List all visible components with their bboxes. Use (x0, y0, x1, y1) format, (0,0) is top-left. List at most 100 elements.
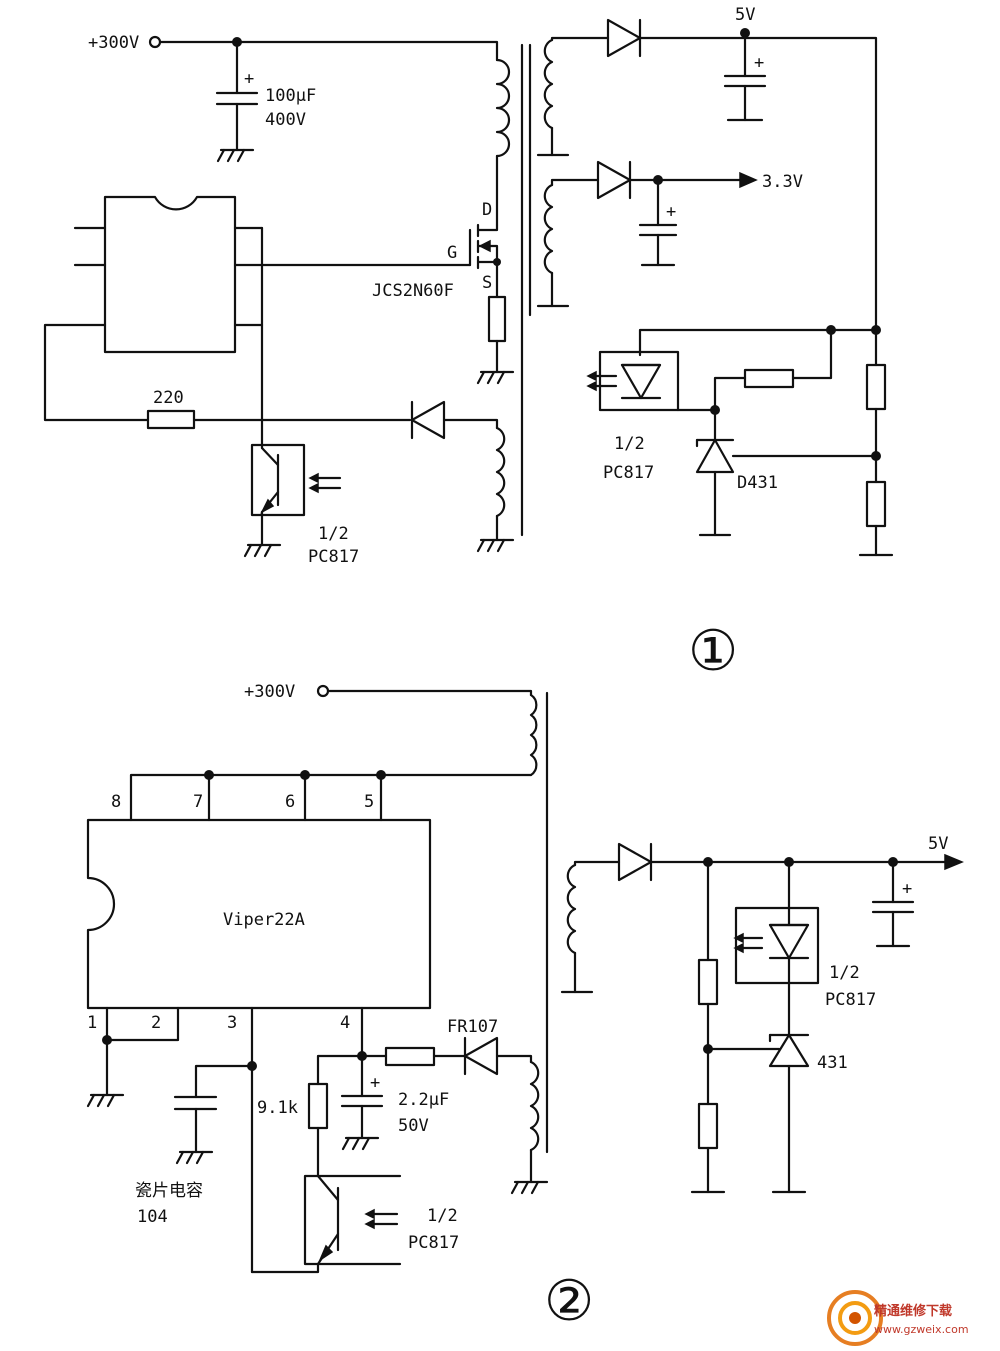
d2-vdd-cap-value: 2.2μF (398, 1090, 449, 1110)
d2-opto-primary (250, 1174, 402, 1274)
d1-secondary-5v-winding (543, 38, 554, 130)
d1-tl431 (695, 408, 878, 537)
d1-opto-secondary-label-1: 1/2 (614, 434, 645, 454)
d1-divider-bottom-resistor (865, 480, 887, 528)
d2-pin-2: 2 (151, 1013, 161, 1033)
d2-5v-arrow (944, 853, 964, 871)
watermark-logo-icon (827, 1290, 883, 1346)
d2-secondary-wire (573, 860, 621, 867)
d2-v300-terminal (316, 684, 330, 698)
d2-aux-ground (510, 1148, 549, 1195)
d1-v300-rail (158, 40, 499, 62)
d2-opto-secondary-label-2: PC817 (825, 990, 876, 1010)
d2-vdd-bus (316, 1054, 388, 1086)
d1-drain-label: D (482, 200, 492, 220)
d1-3v3-cap-plus: + (666, 202, 676, 222)
d2-aux-winding (529, 1060, 540, 1152)
d2-ceramic-cap-label-1: 瓷片电容 (135, 1181, 203, 1201)
d2-fr107-diode (463, 1036, 533, 1076)
d2-v300-label: +300V (244, 682, 295, 702)
d1-bulk-cap-voltage: 400V (265, 110, 306, 130)
d1-5v-capacitor (723, 31, 767, 122)
d1-bulk-capacitor (215, 40, 259, 163)
d1-opto-primary (233, 226, 342, 558)
d2-vdd-capacitor (340, 1054, 384, 1151)
d1-mosfet (468, 223, 499, 270)
d2-pin-4: 4 (340, 1013, 350, 1033)
d1-v300-terminal (148, 35, 162, 49)
d1-secondary-3v3-winding (543, 183, 554, 275)
d1-source-resistor (476, 260, 515, 385)
d1-opto-anode-wire (638, 328, 878, 357)
d1-source-label: S (482, 273, 492, 293)
d1-3v3-wire (550, 178, 600, 187)
d1-series-r-wire (713, 376, 747, 412)
d1-aux-diode (410, 400, 499, 440)
d2-opto-primary-label-1: 1/2 (427, 1206, 458, 1226)
d1-controller-ic (73, 195, 264, 354)
d1-opto-secondary (586, 350, 680, 412)
d2-divider-top-resistor (697, 958, 719, 1006)
d1-v300-label: +300V (88, 33, 139, 53)
d2-tl431 (706, 1033, 810, 1194)
d1-series-r-out (791, 328, 833, 380)
diagram-2: +300V Viper22A 8 7 6 5 1 2 3 4 (86, 682, 964, 1334)
d2-pin-8: 8 (111, 792, 121, 812)
d1-5v-label: 5V (735, 5, 755, 25)
d1-opto-primary-label-1: 1/2 (318, 524, 349, 544)
d1-bulk-cap-plus: + (244, 69, 254, 89)
d2-vdd-cap-voltage: 50V (398, 1116, 429, 1136)
d2-output-diode (617, 842, 653, 882)
d2-secondary-winding (566, 863, 577, 955)
d1-mosfet-part: JCS2N60F (372, 281, 454, 301)
d1-3v3-label: 3.3V (762, 172, 803, 192)
d2-divider-bottom-resistor (697, 1102, 719, 1150)
d2-ceramic-capacitor (173, 1095, 218, 1165)
d2-vdd-cap-plus: + (370, 1073, 380, 1093)
watermark-site-name: 精通维修下载 (874, 1303, 952, 1319)
d1-resistor-220-label: 220 (153, 388, 184, 408)
d1-opto-primary-label-2: PC817 (308, 547, 359, 567)
d2-drain-bus (129, 773, 533, 822)
d2-pin1-pin2-link (105, 1006, 180, 1042)
d1-series-resistor (743, 368, 795, 389)
diagram-1: +300V + 100μF 400V (43, 5, 894, 684)
d1-3v3-capacitor (638, 178, 678, 267)
d2-pin-1: 1 (87, 1013, 97, 1033)
d1-primary-winding (495, 58, 511, 158)
d1-divider-top-resistor (865, 363, 887, 411)
d2-series-resistor (384, 1046, 436, 1067)
d2-opto-secondary-label-1: 1/2 (829, 963, 860, 983)
d1-opto-secondary-label-2: PC817 (603, 463, 654, 483)
d1-aux-winding (495, 426, 506, 518)
d2-viper22a-ic (86, 818, 432, 1010)
d2-ceramic-cap-label-2: 104 (137, 1207, 168, 1227)
watermark-site-url: www.gzweix.com (874, 1323, 969, 1336)
d1-junction-divider (871, 451, 881, 461)
d2-primary-winding (529, 693, 538, 777)
d1-resistor-220 (146, 409, 196, 430)
d1-5v-cap-plus: + (754, 53, 764, 73)
d1-5v-wire (550, 36, 610, 42)
d2-pin-7: 7 (193, 792, 203, 812)
d2-output-capacitor (871, 860, 915, 948)
d1-5v-rail (638, 36, 878, 332)
d2-fr107-label: FR107 (447, 1017, 498, 1037)
d1-5v-diode (606, 18, 642, 58)
d2-pin-3: 3 (227, 1013, 237, 1033)
d2-number: ② (544, 1269, 594, 1334)
d1-aux-ground (476, 514, 515, 553)
d1-3v3-diode (596, 160, 632, 200)
d1-ic-feedback-wire (43, 323, 150, 422)
d2-opto-primary-label-2: PC817 (408, 1233, 459, 1253)
d2-resistor-9k1-label: 9.1k (257, 1098, 298, 1118)
d1-3v3-arrow (739, 171, 758, 189)
d2-output-cap-plus: + (902, 879, 912, 899)
d2-opto-secondary (733, 860, 820, 1037)
d1-gate-label: G (447, 243, 457, 263)
d2-ceramic-cap-wire (194, 1064, 254, 1099)
d2-ic-name: Viper22A (223, 910, 305, 930)
watermark: 精通维修下载 www.gzweix.com (827, 1290, 969, 1346)
d1-bulk-cap-value: 100μF (265, 86, 316, 106)
